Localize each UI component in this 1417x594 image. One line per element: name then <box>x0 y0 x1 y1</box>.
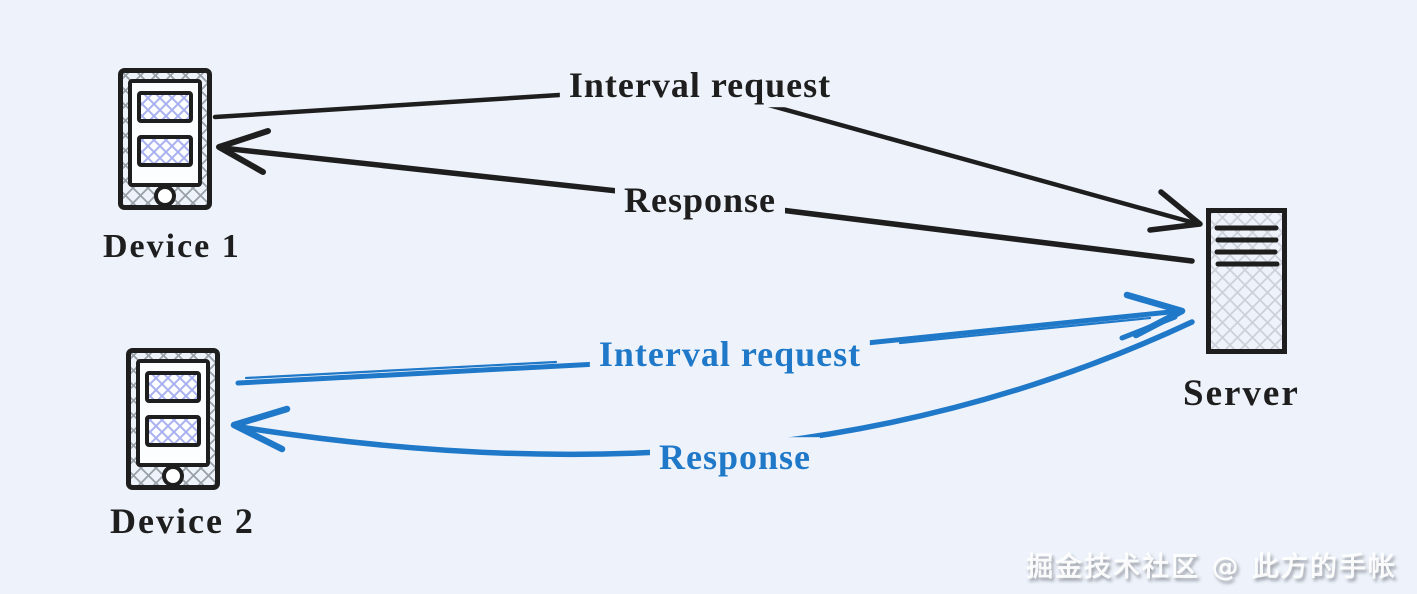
watermark-text: 掘金技术社区 @ 此方的手帐 <box>1026 552 1397 583</box>
device2-label: Device 2 <box>110 501 255 541</box>
device1-icon <box>121 71 210 208</box>
server-label: Server <box>1183 373 1300 414</box>
device2-response-label: Response <box>649 437 821 479</box>
arrowhead <box>1147 189 1203 233</box>
device1-label: Device 1 <box>103 228 241 265</box>
arrowhead <box>230 405 291 453</box>
server-vents <box>1214 225 1280 267</box>
server-icon <box>1206 208 1287 354</box>
device2-icon <box>129 351 218 488</box>
arrowhead-overstroke <box>1119 314 1178 341</box>
sketch-overstroke <box>898 316 1152 345</box>
device2-request-label: Interval request <box>589 334 871 376</box>
device1-response-label: Response <box>614 180 786 222</box>
device1-request-label: Interval request <box>559 65 841 107</box>
sketch-overstroke <box>244 360 558 380</box>
arrowhead <box>216 128 271 175</box>
server-body <box>1206 208 1287 354</box>
